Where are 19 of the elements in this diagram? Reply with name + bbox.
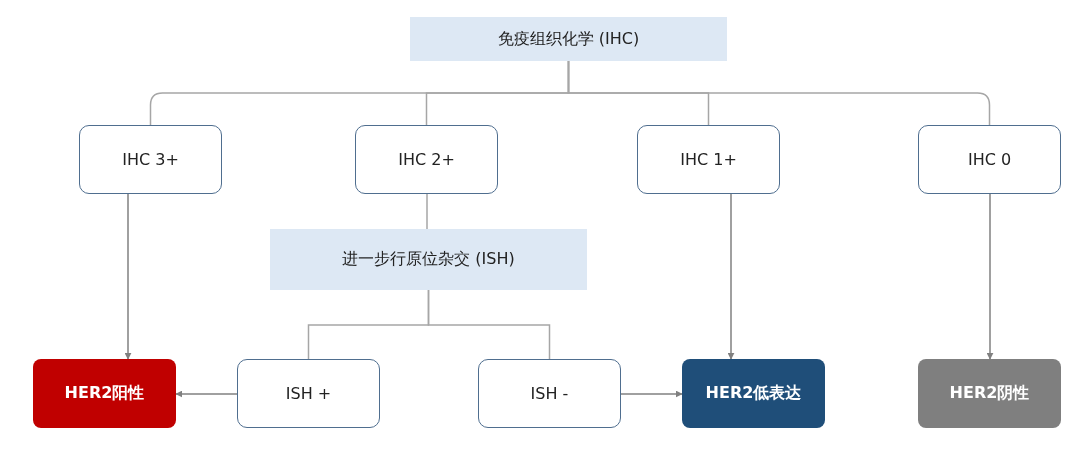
connector-line — [567, 60, 991, 126]
arrow — [727, 193, 735, 360]
result-box: HER2阴性 — [918, 359, 1061, 428]
connector-line — [426, 193, 428, 230]
arrow — [986, 193, 994, 360]
arrow — [124, 193, 132, 360]
arrow — [175, 390, 238, 398]
category-box: ISH - — [478, 359, 621, 428]
category-box: IHC 0 — [918, 125, 1061, 194]
result-box: HER2低表达 — [682, 359, 825, 428]
step-band: 免疫组织化学 (IHC) — [410, 17, 727, 61]
arrow — [620, 390, 683, 398]
result-box: HER2阳性 — [33, 359, 176, 428]
category-box: IHC 2+ — [355, 125, 498, 194]
category-box: ISH + — [237, 359, 380, 428]
category-box: IHC 3+ — [79, 125, 222, 194]
category-box: IHC 1+ — [637, 125, 780, 194]
connector-line — [427, 289, 551, 360]
step-band: 进一步行原位杂交 (ISH) — [270, 229, 587, 290]
